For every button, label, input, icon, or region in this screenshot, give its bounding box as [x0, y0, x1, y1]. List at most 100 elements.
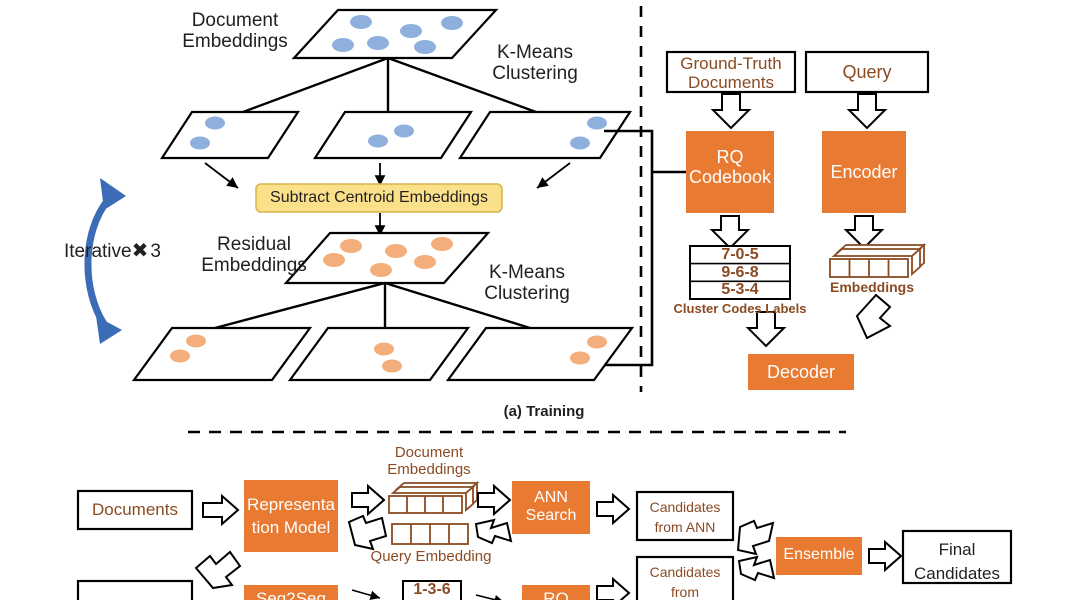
encoder-label: Encoder	[830, 162, 898, 182]
candidates-from-ann-label: Candidates from ANN	[649, 499, 721, 536]
block-arrow-docemb-to-ann	[477, 483, 512, 517]
rq-codebook-box	[686, 131, 774, 213]
embeddings-stack-icon	[829, 243, 927, 278]
residual-embeddings-plane	[283, 231, 491, 285]
ground-truth-documents-box	[665, 50, 797, 94]
document-embeddings-stack-icon	[388, 481, 480, 514]
candidates-from-ann-box	[635, 490, 735, 542]
residual-dot	[370, 263, 392, 277]
document-embeddings-label: Document Embeddings	[182, 10, 288, 53]
residual-dot	[374, 342, 394, 356]
block-arrow-query-to-encoder	[846, 93, 888, 130]
residual-dot	[431, 237, 453, 251]
block-arrow-documents-to-model	[202, 493, 240, 527]
kmeans-fanout-bottom	[214, 281, 531, 330]
block-arrow-rq-to-codes	[709, 215, 751, 250]
documents-label: Documents	[92, 500, 178, 519]
embedding-dot	[400, 24, 422, 38]
times-icon: ✖	[131, 240, 149, 262]
block-arrow-queries-to-model	[194, 550, 242, 590]
block-arrow-embeddings-to-decoder	[855, 293, 892, 340]
residual-dot	[570, 351, 590, 365]
cluster-codes-caption: Cluster Codes Labels	[673, 301, 807, 316]
query-box	[804, 50, 930, 94]
encoder-box	[822, 131, 906, 213]
decoder-label: Decoder	[766, 362, 836, 382]
embedding-dot	[570, 136, 590, 150]
rq-codebook-label: RQ Codebook	[688, 147, 772, 188]
rq-label: RQ	[543, 589, 569, 608]
document-embeddings-plane	[291, 8, 499, 60]
embedding-dot	[587, 116, 607, 130]
iterative-loop-arrow	[84, 178, 126, 344]
embeddings-caption: Embeddings	[829, 279, 914, 295]
representation-model-box	[244, 480, 338, 552]
embedding-dot	[190, 136, 210, 150]
residual-dot	[340, 239, 362, 253]
ensemble-label: Ensemble	[783, 546, 855, 563]
query-label: Query	[842, 62, 892, 82]
ann-search-box	[512, 481, 590, 534]
embedding-dot	[205, 116, 225, 130]
ann-search-label: ANN Search	[525, 489, 577, 524]
kmeans-clustering-bottom-label: K-Means Clustering	[484, 262, 570, 305]
cluster-plane-orange-2	[287, 326, 471, 382]
kmeans-fanout-top	[242, 56, 537, 114]
iterative-label: Iterative✖3	[64, 240, 161, 262]
subtract-centroid-box	[255, 183, 503, 213]
embedding-dot	[414, 40, 436, 54]
residual-embeddings-label: Residual Embeddings	[201, 234, 307, 277]
ground-truth-documents-label: Ground-Truth Documents	[680, 54, 782, 93]
block-arrow-queryemb-to-ann	[474, 518, 513, 545]
residual-dot	[587, 335, 607, 349]
final-candidates-box	[901, 529, 1013, 585]
block-arrow-ann-to-candidates	[596, 492, 631, 526]
seq2seq-label: Seq2Seq	[256, 589, 326, 608]
block-arrow-encoder-to-embeddings	[843, 215, 885, 250]
residual-dot	[385, 244, 407, 258]
embedding-dot	[394, 124, 414, 138]
embedding-dot	[367, 36, 389, 50]
candidates-from-rq-label: Candidates from	[649, 564, 721, 601]
block-arrow-gt-to-rq	[710, 93, 752, 130]
block-arrow-model-to-queryemb	[347, 514, 388, 551]
code-box-partial	[402, 580, 462, 600]
final-candidates-label: Final Candidates	[913, 540, 1000, 583]
block-arrow-codes-to-decoder	[745, 311, 787, 348]
cluster-to-codebook-bracket	[604, 129, 690, 367]
cluster-plane-blue-2	[312, 110, 474, 160]
cluster-codes-rows: 7-0-5 9-6-8 5-3-4	[721, 246, 759, 299]
residual-dot	[170, 349, 190, 363]
cluster-codes-table	[689, 245, 791, 300]
residual-dot	[186, 334, 206, 348]
block-arrow-cand2-to-ensemble	[737, 555, 776, 582]
cluster-plane-blue-1	[159, 110, 301, 160]
block-arrow-rq-to-candidates-partial	[596, 576, 631, 600]
document-embeddings-inference-label: Document Embeddings	[387, 444, 471, 478]
subtract-centroid-label: Subtract Centroid Embeddings	[270, 189, 488, 206]
cluster-plane-orange-3	[445, 326, 635, 382]
queries-box-partial	[76, 579, 194, 600]
residual-dot	[414, 255, 436, 269]
embedding-dot	[332, 38, 354, 52]
kmeans-clustering-top-label: K-Means Clustering	[492, 42, 578, 85]
residual-dot	[323, 253, 345, 267]
cluster-plane-orange-1	[131, 326, 313, 382]
embedding-dot	[441, 16, 463, 30]
code-box-label: 1-3-6	[413, 581, 451, 598]
subtract-input-arrows	[204, 162, 571, 189]
candidates-from-rq-box	[635, 555, 735, 600]
ensemble-box	[776, 537, 862, 575]
query-embedding-label: Query Embedding	[370, 548, 492, 565]
cluster-plane-blue-3	[457, 110, 633, 160]
embedding-dot	[368, 134, 388, 148]
embedding-dot	[350, 15, 372, 29]
block-arrow-model-to-docemb	[351, 483, 386, 517]
decoder-box	[748, 354, 854, 390]
block-arrow-cand1-to-ensemble	[736, 519, 775, 556]
block-arrow-ensemble-to-final	[868, 539, 903, 573]
seq2seq-box-partial	[244, 585, 338, 600]
small-arrow-seq-to-code	[351, 589, 504, 600]
